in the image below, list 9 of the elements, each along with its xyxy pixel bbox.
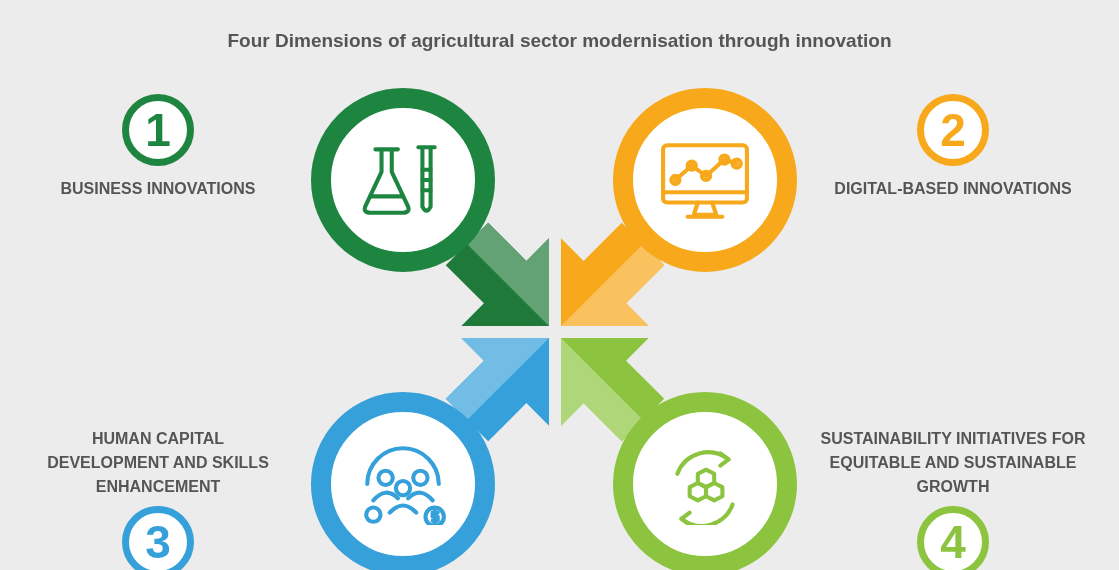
number-badge: 3 [122,506,194,570]
dimension-label: HUMAN CAPITAL DEVELOPMENT AND SKILLS ENHANCEMENT [46,429,270,497]
dimension-label: SUSTAINABILITY INITIATIVES FOR EQUITABLE AND SUSTAINABLE GROWTH [819,429,1087,497]
diagram-title: Four Dimensions of agricultural sector modernisation through innovation [226,30,893,52]
dimension-label: BUSINESS INNOVATIONS [59,179,257,199]
number-badge: 1 [122,94,194,166]
number-badge: 4 [917,506,989,570]
dimension-label: DIGITAL-BASED INNOVATIONS [833,179,1073,199]
number-badge: 2 [917,94,989,166]
